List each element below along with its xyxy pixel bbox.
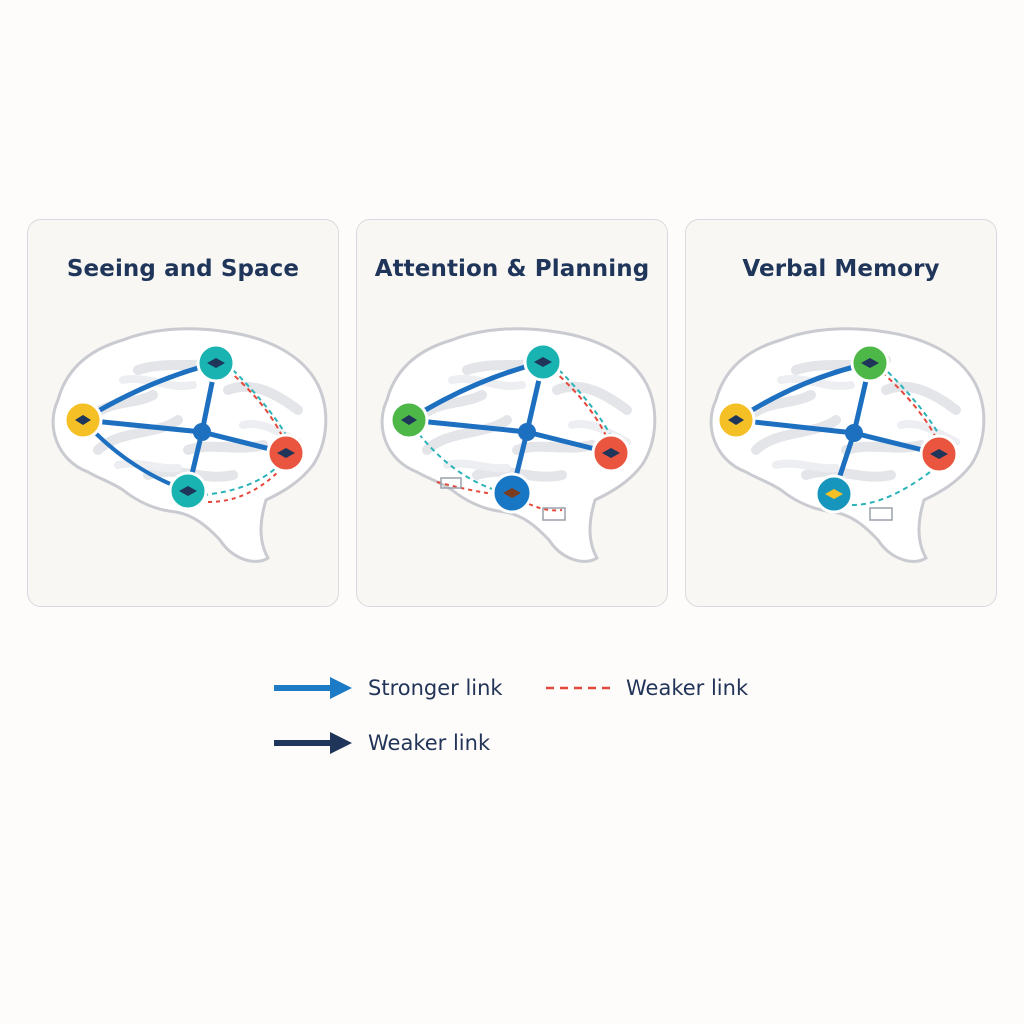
node-top <box>196 343 236 383</box>
brain-network-diagram <box>51 327 328 563</box>
node-left <box>389 400 429 440</box>
node-top <box>523 342 563 382</box>
node-bottom <box>491 472 533 514</box>
brain-region-icon <box>861 358 879 368</box>
hub-node <box>845 424 863 442</box>
stronger-arrow-icon <box>274 677 352 699</box>
legend-label-stronger: Stronger link <box>368 676 503 700</box>
weak-link <box>881 371 937 439</box>
node-left <box>716 400 756 440</box>
brain-region-icon <box>277 448 295 458</box>
brain-network-diagram <box>380 327 657 563</box>
brain-region-icon <box>179 486 197 496</box>
node-top <box>850 343 890 383</box>
legend-item-stronger: Stronger link <box>272 674 503 702</box>
node-left <box>63 400 103 440</box>
weak-link <box>851 471 931 506</box>
weak-link <box>227 369 285 441</box>
panel-title: Seeing and Space <box>66 256 300 282</box>
network-nodes <box>716 343 959 514</box>
legend-item-weaker-dark: Weaker link <box>272 729 490 757</box>
strong-link <box>408 417 528 435</box>
weaker-arrow-icon <box>274 732 352 754</box>
brain-shape <box>51 327 328 563</box>
panel-verbal-memory: Verbal Memory <box>685 219 997 607</box>
panel-seeing-and-space: Seeing and Space <box>27 219 339 607</box>
weak-link <box>207 469 281 503</box>
node-bottom <box>814 474 854 514</box>
dashed-line-icon <box>546 686 610 690</box>
legend-label-weaker-dark: Weaker link <box>368 731 491 755</box>
strong-link <box>735 417 855 436</box>
brain-region-icon <box>728 415 744 425</box>
brain-region-icon <box>534 357 552 367</box>
node-bottom <box>168 471 208 511</box>
small-chart-icon <box>869 507 893 521</box>
node-right <box>266 433 306 473</box>
brain-region-icon <box>602 448 620 458</box>
brain-region-icon <box>401 415 417 425</box>
strong-link <box>82 417 203 435</box>
panel-attention-and-planning: Attention & Planning <box>356 219 668 607</box>
brain-network-diagram <box>709 327 986 563</box>
brain-region-icon <box>825 489 843 499</box>
node-right <box>591 433 631 473</box>
small-chart-icon <box>542 507 566 521</box>
network-nodes <box>389 342 631 514</box>
weak-link <box>887 371 943 441</box>
brain-region-icon <box>930 449 948 459</box>
hub-node <box>518 423 536 441</box>
legend-label-weaker-dashed: Weaker link <box>626 676 749 700</box>
hub-node <box>193 423 211 441</box>
legend-item-weaker-dashed: Weaker link <box>544 674 748 702</box>
brain-region-icon <box>207 358 225 368</box>
panel-title: Attention & Planning <box>374 256 650 282</box>
weak-link <box>558 369 614 441</box>
weak-link <box>202 465 279 496</box>
panel-title: Verbal Memory <box>742 256 940 282</box>
network-nodes <box>63 343 306 511</box>
node-right <box>919 434 959 474</box>
brain-region-icon <box>75 415 91 425</box>
brain-shape <box>380 327 657 563</box>
weak-link <box>528 503 563 512</box>
weak-link <box>552 369 608 439</box>
weak-link <box>418 433 496 491</box>
small-chart-icon <box>440 477 462 489</box>
brain-region-icon <box>503 488 521 498</box>
